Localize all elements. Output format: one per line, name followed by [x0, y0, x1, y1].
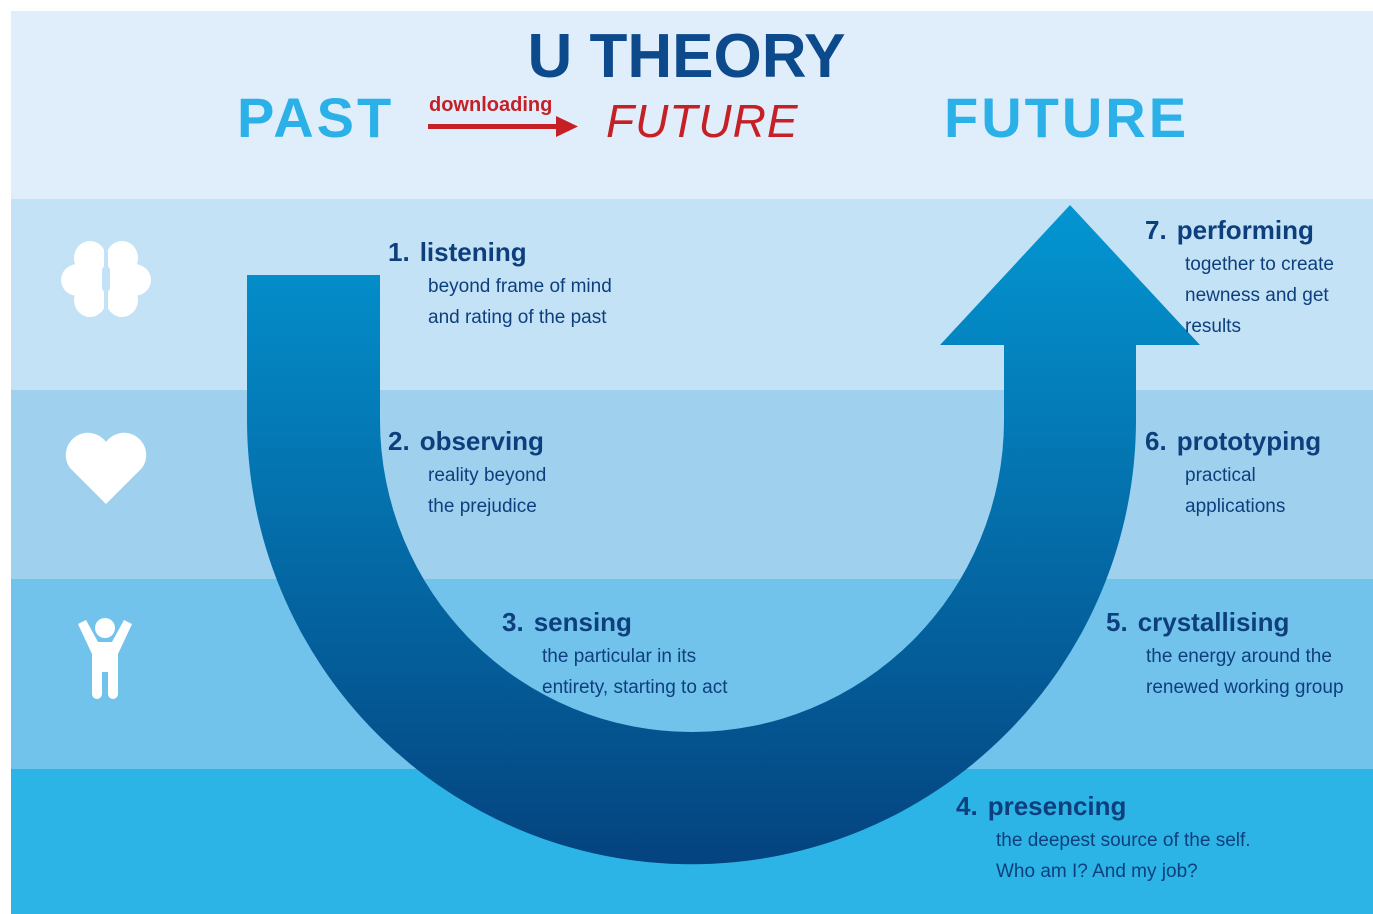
future-label: FUTURE — [944, 86, 1190, 149]
person-icon — [78, 618, 132, 699]
step-title: prototyping — [1176, 426, 1322, 456]
step-line: the particular in its — [542, 646, 697, 667]
step-line: the prejudice — [428, 496, 537, 517]
step-line: renewed working group — [1146, 677, 1344, 698]
brain-icon — [61, 241, 151, 318]
step-title: observing — [419, 426, 544, 456]
step-number: 1. — [388, 237, 410, 267]
band-level-2 — [11, 390, 1373, 579]
step-title: crystallising — [1137, 607, 1290, 637]
step-prototyping: 6. prototyping practical applications — [1145, 426, 1321, 522]
step-number: 7. — [1145, 215, 1167, 245]
step-title: listening — [419, 237, 527, 267]
step-performing: 7. performing together to create newness … — [1145, 215, 1334, 342]
step-sensing: 3. sensing the particular in its entirety… — [502, 607, 728, 703]
future-red-label: FUTURE — [606, 95, 799, 147]
step-title: sensing — [533, 607, 632, 637]
step-line: and rating of the past — [428, 307, 607, 328]
step-title: performing — [1176, 215, 1314, 245]
step-line: entirety, starting to act — [542, 677, 728, 698]
step-number: 2. — [388, 426, 410, 456]
step-observing: 2. observing reality beyond the prejudice — [388, 426, 546, 522]
step-line: applications — [1185, 496, 1286, 517]
step-crystallising: 5. crystallising the energy around the re… — [1106, 607, 1344, 703]
past-label: PAST — [237, 86, 395, 149]
step-line: Who am I? And my job? — [996, 861, 1198, 882]
step-line: together to create — [1185, 254, 1334, 275]
step-line: the deepest source of the self. — [996, 830, 1251, 851]
step-line: beyond frame of mind — [428, 276, 612, 297]
header-band — [11, 11, 1373, 199]
step-number: 6. — [1145, 426, 1167, 456]
step-title: presencing — [987, 791, 1127, 821]
step-line: reality beyond — [428, 465, 547, 486]
step-line: practical — [1185, 465, 1256, 486]
step-line: newness and get — [1185, 285, 1329, 306]
downloading-label: downloading — [429, 94, 553, 116]
step-number: 4. — [956, 791, 978, 821]
step-listening: 1. listening beyond frame of mind and rat… — [388, 237, 612, 333]
downloading-arrow — [428, 116, 578, 137]
heart-icon — [65, 432, 147, 504]
step-presencing: 4. presencing the deepest source of the s… — [956, 791, 1251, 887]
step-number: 3. — [502, 607, 524, 637]
step-line: the energy around the — [1146, 646, 1332, 667]
step-number: 5. — [1106, 607, 1128, 637]
step-line: results — [1185, 316, 1241, 337]
u-arrow-path — [247, 205, 1200, 865]
page-title: U THEORY — [527, 22, 846, 91]
